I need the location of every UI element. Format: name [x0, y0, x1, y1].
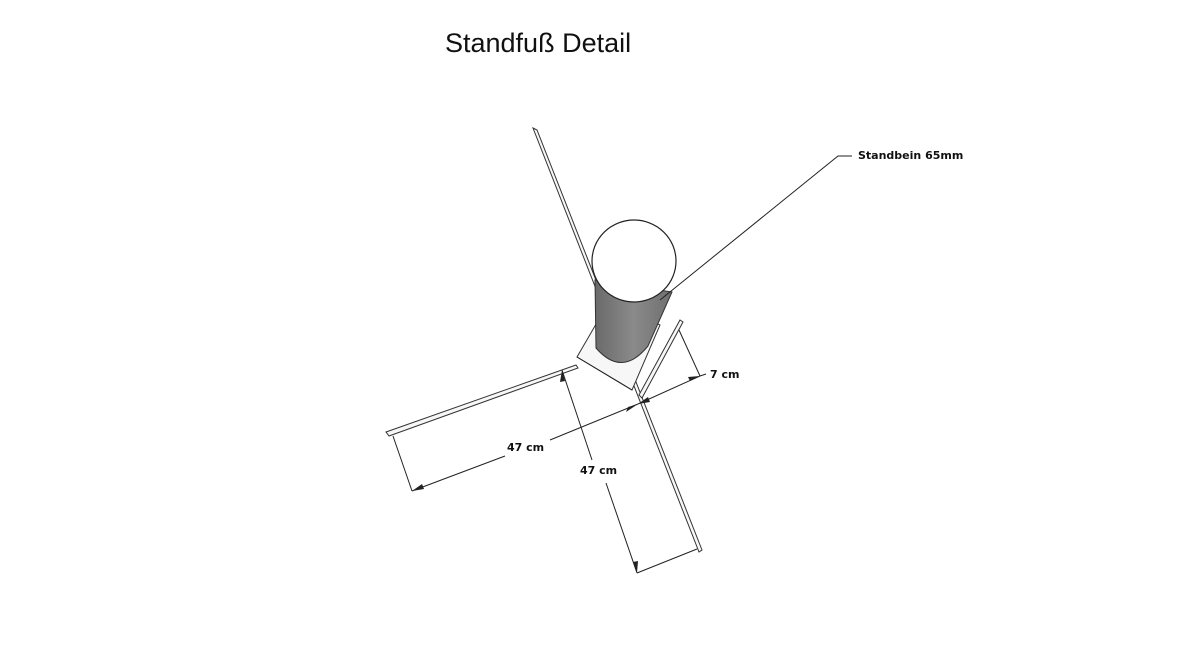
foot-left-label: 47 cm	[507, 441, 544, 454]
leg-cylinder	[591, 219, 677, 363]
foot-front-label: 47 cm	[580, 464, 617, 477]
dimension-47cm-front	[560, 369, 698, 574]
foot-arm-right	[638, 319, 684, 399]
leg-top-face	[591, 219, 677, 303]
leg-label: Standbein 65mm	[858, 149, 963, 162]
offset-label: 7 cm	[710, 368, 739, 381]
dimension-47cm-left	[392, 403, 639, 492]
diagram-title: Standfuß Detail	[445, 28, 632, 58]
dimension-7cm	[637, 329, 707, 405]
foot-arm-left	[385, 364, 579, 437]
leg-leader	[659, 155, 852, 301]
